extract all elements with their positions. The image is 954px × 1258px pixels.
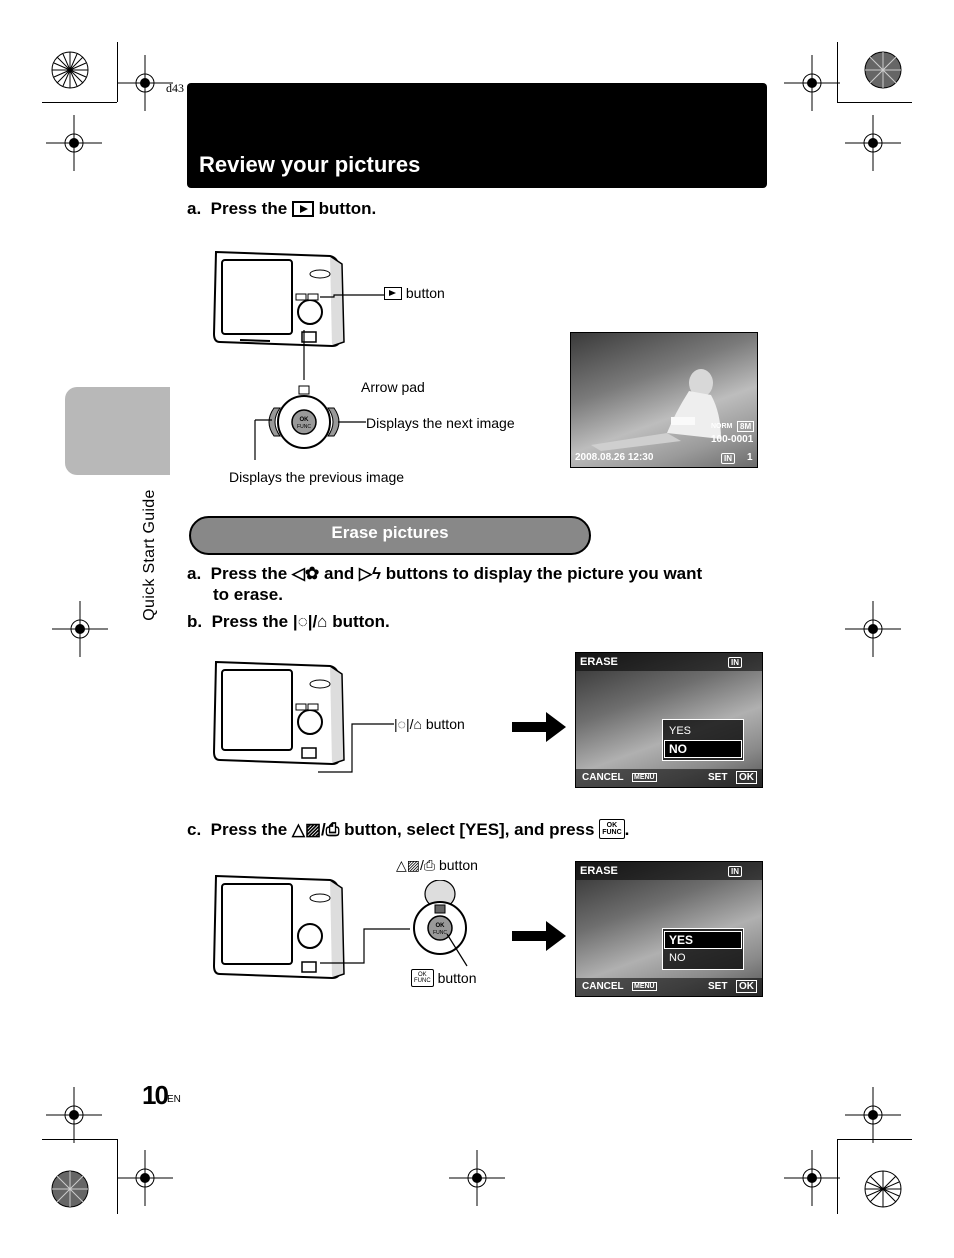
svg-text:FUNC: FUNC	[297, 424, 311, 430]
arrow-pad-illustration: OK FUNC	[254, 330, 366, 460]
menu-key: MENU	[632, 773, 657, 782]
registration-mark-bottom-left	[51, 1170, 89, 1208]
svg-text:FUNC: FUNC	[433, 930, 447, 936]
crosshair-mark-left-lower	[46, 1087, 102, 1143]
file-number: 100-0001	[711, 434, 754, 445]
prev-image-label: Displays the previous image	[229, 469, 405, 485]
left-arrow-macro-icon: ◁✿	[291, 564, 320, 583]
crop-line	[42, 102, 117, 103]
crosshair-mark-left-upper	[46, 115, 102, 171]
next-image-label: Displays the next image	[366, 415, 515, 431]
screen-title: ERASE	[580, 656, 618, 668]
camera-illustration	[212, 660, 345, 766]
step-text: Press the	[210, 199, 288, 218]
menu-key: MENU	[632, 982, 657, 991]
menu-option-yes[interactable]: YES	[669, 933, 694, 947]
frame-number: 1	[747, 452, 753, 463]
arrow-pad-illustration: OK FUNC	[413, 880, 468, 967]
page-number: 10	[142, 1080, 169, 1110]
erase-step-b: b. Press the |◌|/⌂ button.	[187, 612, 390, 631]
menu-option-no[interactable]: NO	[669, 952, 686, 964]
crop-line	[117, 42, 118, 102]
section-pill	[189, 516, 591, 555]
side-tab	[65, 387, 170, 475]
menu-selection-highlight	[664, 931, 742, 949]
crosshair-mark-bottom-right-inner	[784, 1150, 840, 1206]
crop-line	[42, 1139, 117, 1140]
shake-erase-icon: |◌|/⌂	[292, 612, 328, 631]
shake-erase-icon: |◌|/⌂	[394, 716, 422, 732]
page-title: Review your pictures	[199, 152, 421, 177]
arrow-pad-label: Arrow pad	[361, 379, 425, 395]
right-arrow-flash-icon: ▷ϟ	[358, 564, 382, 583]
playback-icon	[384, 287, 402, 300]
crosshair-mark-top-left-inner	[117, 55, 173, 111]
menu-selection-highlight	[664, 740, 742, 758]
crosshair-mark-bottom-center	[449, 1150, 505, 1206]
up-exposure-print-icon: △▨/⎙	[396, 857, 436, 873]
erase-screen-1: ERASE IN YES NO CANCEL MENU SET OK	[575, 652, 763, 788]
ok-key: OK	[736, 771, 757, 784]
callout-line	[320, 294, 384, 298]
erase-step-a: a. Press the ◁✿ and ▷ϟ buttons to displa…	[187, 564, 703, 604]
crop-line	[837, 102, 912, 103]
camera-illustration	[212, 250, 345, 348]
memory-indicator: IN	[721, 453, 735, 464]
crosshair-mark-bottom-left-inner	[117, 1150, 173, 1206]
cancel-label[interactable]: CANCEL	[582, 981, 624, 992]
callout-line	[318, 723, 394, 773]
svg-text:OK: OK	[300, 417, 310, 423]
set-label[interactable]: SET	[708, 772, 728, 783]
section-title: Erase pictures	[331, 523, 449, 542]
crosshair-mark-top-right-inner	[784, 55, 840, 111]
step-text: button.	[318, 199, 377, 218]
woman-reading-image	[591, 369, 721, 451]
crop-line	[117, 1139, 118, 1214]
document-id: d43	[166, 81, 184, 95]
crosshair-mark-left-middle	[52, 601, 108, 657]
svg-text:OK: OK	[436, 923, 446, 929]
erase-button-label: |◌|/⌂ button	[394, 716, 465, 732]
playback-screen-photo: NORM 8M 100-0001 2008.08.26 12:30 IN 1	[570, 332, 758, 468]
menu-option-yes[interactable]: YES	[669, 725, 692, 737]
up-exposure-print-icon: △▨/⎙	[291, 820, 340, 839]
crop-line	[837, 42, 838, 102]
crop-line	[837, 1139, 838, 1214]
memory-indicator: IN	[728, 866, 742, 877]
date-time: 2008.08.26 12:30	[575, 452, 654, 463]
erase-step-c: c. Press the △▨/⎙ button, select [YES], …	[187, 819, 630, 839]
callout-line	[320, 928, 410, 964]
crop-line	[837, 1139, 912, 1140]
crosshair-mark-right-middle	[845, 601, 901, 657]
right-arrow-icon	[512, 921, 566, 951]
step-prefix: a.	[187, 199, 202, 218]
registration-mark-top-right	[864, 51, 902, 89]
playback-button-label: button	[384, 285, 445, 301]
registration-mark-bottom-right	[864, 1170, 902, 1208]
screen-title: ERASE	[580, 865, 618, 877]
playback-icon	[291, 201, 314, 217]
page-language: EN	[167, 1094, 181, 1105]
header-bar	[187, 83, 767, 188]
erase-screen-2: ERASE IN YES NO CANCEL MENU SET OK	[575, 861, 763, 997]
registration-mark-top-left	[51, 51, 89, 89]
crosshair-mark-right-lower	[845, 1087, 901, 1143]
crosshair-mark-right-upper	[845, 115, 901, 171]
review-step-a: a. Press the button.	[187, 198, 376, 219]
camera-illustration	[212, 874, 345, 980]
image-quality: NORM	[711, 423, 733, 430]
menu-option-no[interactable]: NO	[669, 742, 687, 756]
up-button-label: △▨/⎙ button	[396, 857, 478, 873]
side-tab-label: Quick Start Guide	[141, 489, 158, 621]
right-arrow-icon	[512, 712, 566, 742]
set-label[interactable]: SET	[708, 981, 728, 992]
memory-indicator: IN	[728, 657, 742, 668]
ok-key: OK	[736, 980, 757, 993]
cancel-label[interactable]: CANCEL	[582, 772, 624, 783]
image-size: 8M	[737, 421, 755, 432]
